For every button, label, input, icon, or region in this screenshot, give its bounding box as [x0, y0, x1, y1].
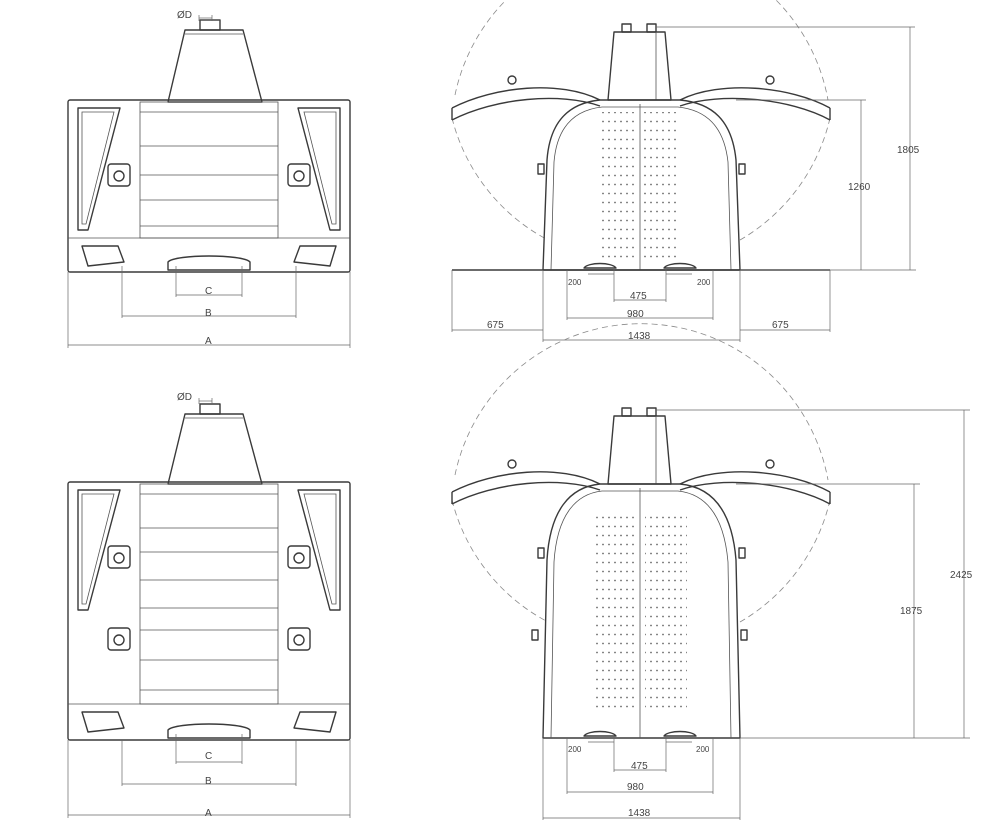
dim-label-980-tall: 980: [627, 782, 644, 793]
side-feet: [583, 262, 697, 269]
hinged-arm-right: [679, 75, 831, 121]
side-width-dimensions: 200 200 475 980 675 675 1438: [451, 268, 831, 342]
side-handle-right: [297, 107, 341, 231]
dim-label-a: A: [205, 336, 212, 347]
gauge-left: [107, 163, 131, 187]
hinged-arm-left-tall: [451, 459, 601, 505]
dim-label-1805: 1805: [897, 145, 920, 156]
swing-radius-arc-tall: [454, 323, 829, 481]
gauge-right: [287, 163, 311, 187]
top-chimney: [167, 19, 263, 103]
dim-label-1260: 1260: [848, 182, 871, 193]
base-dimensions-tall: C B A: [67, 734, 351, 819]
side-view-tall: 2425 1875 200 200 475 980 1438: [451, 323, 973, 820]
dim-label-1438-tall: 1438: [628, 808, 651, 819]
gauges-tall: [107, 545, 311, 651]
dim-label-c: C: [205, 286, 212, 297]
front-view-short: ØD: [67, 10, 351, 348]
hinged-arm-left: [451, 75, 601, 121]
dim-label-475-tall: 475: [631, 761, 648, 772]
side-chimney: [607, 23, 672, 101]
dim-label-b-tall: B: [205, 776, 212, 787]
dimension-diameter-tall: ØD: [177, 392, 213, 404]
side-handle-left-tall: [77, 489, 121, 611]
side-height-dimensions-tall: 2425 1875: [656, 409, 973, 739]
dim-label-1438: 1438: [628, 331, 651, 342]
dim-label-1875: 1875: [900, 606, 923, 617]
dim-label-a-tall: A: [205, 808, 212, 819]
cabinet-body: [67, 99, 351, 273]
side-view-short: 1805 1260 200 200 475 980 675: [451, 0, 920, 342]
side-width-dimensions-tall: 200 200 475 980 1438: [542, 736, 741, 820]
dim-label-2425: 2425: [950, 570, 973, 581]
bottom-feet: [81, 245, 337, 271]
dimension-diameter: ØD: [177, 10, 213, 21]
dim-label-b: B: [205, 308, 212, 319]
side-hood-body-tall: [542, 483, 741, 739]
dim-label-diameter-tall: ØD: [177, 392, 192, 403]
dim-label-675-left: 675: [487, 320, 504, 331]
side-chimney-tall: [607, 407, 672, 485]
swing-radius-arc: [454, 0, 829, 101]
front-view-tall: ØD: [67, 392, 351, 819]
dim-label-200-right-tall: 200: [696, 745, 710, 754]
dim-label-c-tall: C: [205, 751, 212, 762]
dim-label-200-left: 200: [568, 278, 582, 287]
hinged-arm-right-tall: [679, 459, 831, 505]
side-knobs-tall: [531, 547, 748, 641]
cabinet-body-tall: [67, 481, 351, 741]
side-knobs: [537, 163, 746, 175]
dim-label-diameter: ØD: [177, 10, 192, 21]
bottom-feet-tall: [81, 711, 337, 739]
base-dimensions: C B A: [67, 266, 351, 348]
side-handle-right-tall: [297, 489, 341, 611]
dim-label-980: 980: [627, 309, 644, 320]
dim-label-200-left-tall: 200: [568, 745, 582, 754]
dim-label-675-right: 675: [772, 320, 789, 331]
dim-label-200-right: 200: [697, 278, 711, 287]
dim-label-475: 475: [630, 291, 647, 302]
side-height-dimensions: 1805 1260: [656, 26, 920, 271]
side-feet-tall: [583, 730, 697, 737]
side-hood-body: [542, 99, 741, 271]
top-chimney-tall: [167, 403, 263, 485]
side-handle-left: [77, 107, 121, 231]
